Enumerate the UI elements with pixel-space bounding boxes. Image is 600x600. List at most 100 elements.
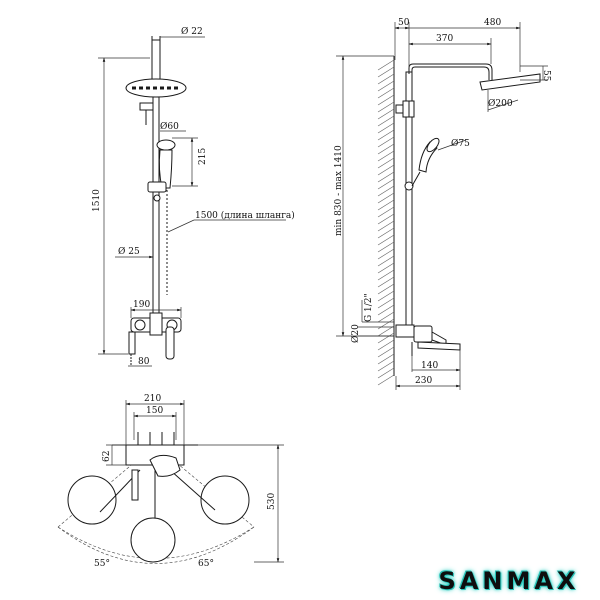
leader-hose-length: 1500 (длина шланга)	[167, 210, 295, 233]
hatch-line	[377, 276, 395, 288]
dim-inlet: Ø20	[350, 324, 394, 343]
hatch-line	[377, 122, 395, 134]
dim-arm-reach-label: 480	[484, 18, 501, 28]
dim-connection-label: G 1/2"	[364, 293, 374, 322]
dim-hand-shower-diameter: Ø60	[160, 121, 186, 132]
hatch-line	[377, 262, 395, 274]
dim-hand-shower-height: 215	[172, 137, 208, 187]
dim-head-thickness-label: 55	[541, 70, 551, 82]
hatch-line	[377, 199, 395, 211]
dim-pipe-diameter: Ø 22	[160, 26, 205, 38]
dim-side-hand-shower-label: Ø75	[451, 138, 470, 149]
dim-mixer-depth: 230	[395, 350, 461, 390]
dim-mixer-centers-label: 190	[133, 300, 150, 310]
hatch-line	[377, 129, 395, 141]
hatch-line	[377, 150, 395, 162]
hatch-line	[377, 367, 395, 379]
hatch-line	[377, 290, 395, 302]
dim-rail-diameter-label: Ø 25	[118, 246, 140, 257]
top-view: 210 150 62 530 55° 65°	[57, 394, 284, 569]
dim-total-height: 1510	[92, 57, 150, 355]
hatch-line	[377, 283, 395, 295]
dim-arm-reach: 480	[409, 18, 521, 72]
hatch-line	[377, 206, 395, 218]
hatch-line	[377, 73, 395, 85]
angle-left-label: 55°	[94, 559, 110, 569]
dim-total-depth-label: 530	[267, 493, 277, 510]
hatch-line	[377, 157, 395, 169]
dim-inlet-label: Ø20	[350, 324, 361, 343]
dim-wall-offset: 50	[394, 18, 410, 68]
dim-arm-length-label: 370	[436, 34, 453, 44]
wall-hatching	[377, 56, 395, 386]
hatch-line	[377, 353, 395, 365]
dim-rail-diameter: Ø 25	[115, 246, 154, 259]
dim-spout-reach-label: 140	[421, 361, 438, 371]
hatch-line	[377, 171, 395, 183]
dim-connection: G 1/2"	[361, 293, 394, 323]
hatch-line	[377, 143, 395, 155]
hatch-line	[377, 227, 395, 239]
hatch-line	[377, 360, 395, 372]
shower-pipe-front	[125, 36, 187, 366]
hatch-line	[377, 94, 395, 106]
dim-total-height-label: 1510	[92, 189, 102, 212]
hatch-line	[377, 220, 395, 232]
sanmax-logo: SANMAX	[438, 567, 580, 595]
front-view: Ø 22 1510 Ø60 215 1500 (длина шланга)	[92, 26, 295, 367]
hatch-line	[377, 339, 395, 351]
hatch-line	[377, 185, 395, 197]
hatch-line	[377, 80, 395, 92]
hatch-line	[377, 178, 395, 190]
hatch-line	[377, 108, 395, 120]
hatch-line	[377, 234, 395, 246]
hatch-line	[377, 192, 395, 204]
hatch-line	[377, 325, 395, 337]
side-view: 50 480 370 55 Ø200 Ø75	[334, 18, 551, 390]
dim-spout-depth: 80	[128, 357, 152, 367]
shower-assembly-side	[395, 63, 541, 356]
dim-mixer-centers: 190	[130, 300, 182, 318]
dim-outer-width-label: 210	[144, 394, 161, 404]
hatch-line	[377, 269, 395, 281]
dim-outer-width: 210	[125, 394, 185, 445]
dim-head-diameter: Ø200	[487, 90, 519, 112]
hose-length-label: 1500 (длина шланга)	[195, 210, 295, 221]
angle-right-label: 65°	[198, 559, 214, 569]
hatch-line	[377, 248, 395, 260]
dim-head-thickness: 55	[520, 65, 551, 82]
dim-pipe-diameter-label: Ø 22	[181, 26, 203, 37]
hatch-line	[377, 304, 395, 316]
hatch-line	[377, 297, 395, 309]
dim-mixer-depth-label: 230	[415, 376, 432, 386]
hatch-line	[377, 164, 395, 176]
dim-inlet-centers-label: 150	[146, 406, 163, 416]
hatch-line	[377, 101, 395, 113]
dim-wall-offset-label: 50	[398, 18, 410, 28]
hatch-line	[377, 87, 395, 99]
dim-side-hand-shower: Ø75	[437, 138, 470, 151]
dim-hand-shower-height-label: 215	[198, 148, 208, 165]
hatch-line	[377, 136, 395, 148]
hatch-line	[377, 241, 395, 253]
dim-body-depth-label: 62	[102, 451, 112, 462]
dim-inlet-centers: 150	[133, 406, 177, 440]
hatch-line	[377, 346, 395, 358]
hatch-line	[377, 374, 395, 386]
dim-arm-length: 370	[408, 34, 492, 64]
dim-body-depth: 62	[102, 444, 126, 466]
hatch-line	[377, 115, 395, 127]
hatch-line	[377, 311, 395, 323]
dim-height-range-label: min 830 - max 1410	[334, 145, 344, 236]
dim-hand-shower-diameter-label: Ø60	[160, 121, 179, 132]
hatch-line	[377, 66, 395, 78]
dim-head-diameter-label: Ø200	[488, 98, 513, 109]
dim-spout-depth-label: 80	[138, 357, 150, 367]
dim-total-depth: 530	[198, 444, 284, 563]
hatch-line	[377, 59, 395, 71]
hatch-line	[377, 332, 395, 344]
dim-spout-reach: 140	[411, 356, 461, 372]
hatch-line	[377, 255, 395, 267]
hatch-line	[377, 213, 395, 225]
